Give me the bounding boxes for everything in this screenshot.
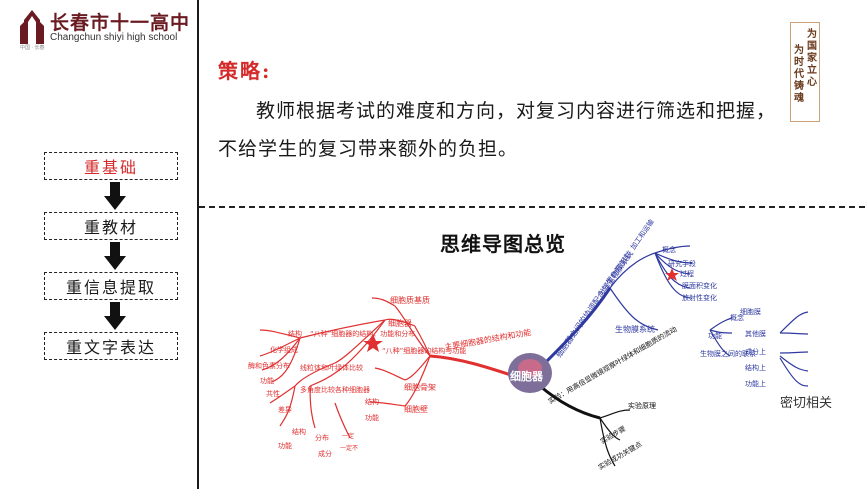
stamp-col-2: 为时代铸魂 [794,45,804,104]
red-leaf-label: 功能 [278,441,292,450]
red-leaf-label: 差异 [278,405,292,414]
school-name-cn: 长春市十一高中 [50,12,191,34]
mindmap-diagram: 细胞器 主要细胞器的结构和功能 细胞质基质 细胞器 细胞骨架 细胞壁 “八种”细… [248,217,809,472]
blue-leaf-label: 生物膜之间的联系 [700,349,756,358]
blue-leaf-label: 结构上 [745,363,766,372]
arrow-down-icon [104,302,126,330]
red-sub-label: “八种”细胞器的结构、功能和分布 [310,329,415,338]
blue-leaf-label: 功能 [708,331,722,340]
star-icon [665,268,679,281]
red-sub-label: 线粒体和叶绿体比较 [300,363,363,372]
nav-item-basics[interactable]: 重基础 [44,152,178,180]
red-sub-label: 结构 [365,397,379,406]
blue-leaf-label: 功能上 [745,379,766,388]
red-leaf-label: 结构 [292,427,306,436]
truncated-side-text: 密切相关 [780,396,833,411]
center-node-label: 细胞器 [510,369,544,383]
arrow-down-icon [104,182,126,210]
blue-leaf-label: 细胞膜 [740,307,761,316]
black-branch-lines [539,384,631,467]
star-icon [363,334,383,352]
mindmap-title: 思维导图总览 [440,232,566,256]
red-leaf-label: 功能 [260,376,274,385]
red-leaf-label: 共性 [266,389,280,398]
red-leaf-label: 成分 [318,449,332,458]
red-branch-label: 细胞质基质 [390,295,430,305]
school-emblem-icon [20,10,44,44]
motto-stamp: 为国家立心 为时代铸魂 [790,22,820,122]
strategy-title: 策略: [218,59,272,83]
blue-branch-lines [538,245,809,387]
blue-sub-label: 生物膜系统 [615,324,655,334]
red-leaf-label: 酶和色素分布 [248,361,290,370]
nav-item-written-expression[interactable]: 重文字表达 [44,332,178,360]
red-leaf-label: 化学组成 [270,345,298,354]
strategy-paragraph: 教师根据考试的难度和方向，对复习内容进行筛选和把握，不给学生的复习带来额外的负担… [218,100,777,160]
red-leaf-label: 一定不 [340,444,358,452]
blue-sub-label: 分泌蛋白的合成、加工和运输 [596,217,656,297]
red-sub-label: 多角度比较各种细胞器 [300,385,370,394]
school-logo: 长春市十一高中 Changchun shiyi high school 中国 ·… [20,8,189,51]
school-name-en: Changchun shiyi high school [50,32,178,43]
red-leaf-label: 一定 [342,432,354,440]
blue-leaf-label: 其他膜 [745,329,766,338]
nav-item-info-extraction[interactable]: 重信息提取 [44,272,178,300]
logo-small-text: 中国 · 长春 [20,45,45,51]
arrow-down-icon [104,242,126,270]
blue-leaf-label: 放射性变化 [682,293,717,302]
blue-leaf-label: 概念 [730,313,744,322]
blue-leaf-label: 膜面积变化 [682,281,717,290]
red-leaf-label: 结构 [288,329,302,338]
black-leaf-label: 实验原理 [628,401,656,410]
section-divider [199,206,865,208]
red-leaf-label: 分布 [315,433,329,442]
red-branch-label: 细胞器 [388,318,412,328]
nucleus-shape [518,359,542,377]
red-sub-label: 功能 [365,413,379,422]
red-branch-label: 细胞壁 [404,404,428,414]
nav-item-textbook[interactable]: 重教材 [44,212,178,240]
blue-leaf-label: 研究手段 [668,259,696,268]
blue-leaf-label: 概念 [662,245,676,254]
red-sub-label: “八种”细胞器的结构与功能 [382,346,466,355]
stamp-col-1: 为国家立心 [807,29,817,88]
blue-leaf-label: 成分上 [745,347,766,356]
blue-leaf-label: 过程 [680,269,694,278]
red-branch-lines [259,297,521,439]
vertical-divider [197,0,199,489]
red-branch-label: 细胞骨架 [404,382,436,392]
